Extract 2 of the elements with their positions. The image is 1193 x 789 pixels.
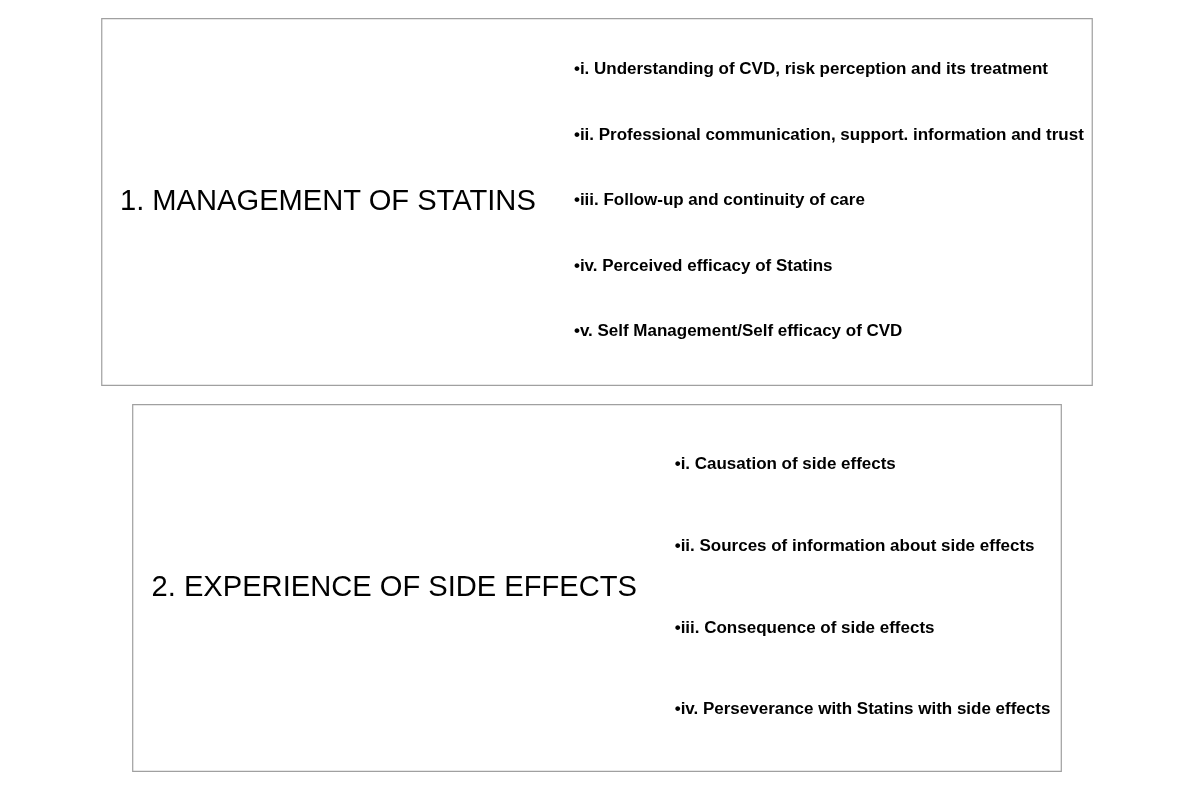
node-box: 2. EXPERIENCE OF SIDE EFFECTS •i. Causation of side effects •ii. Sources of information about side effects •iii. Consequence of side effects •iv. Perseverance with Statins with side effects — [131, 403, 1062, 772]
node-box: 1. MANAGEMENT OF STATINS •i. Understanding of CVD, risk perception and its treatment •ii. Professional communication, support. information and trust •iii. Follow-up and continuity of care •iv. Perceived efficacy of Statins •v. Self Management/Self efficacy of CVD — [100, 17, 1093, 386]
